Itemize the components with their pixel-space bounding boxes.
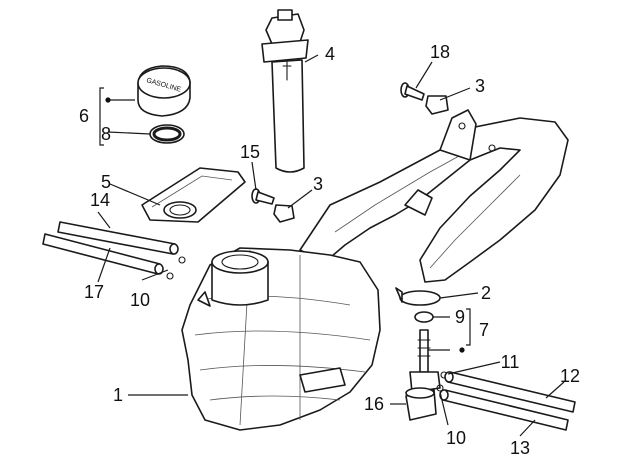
filler-drip-tray	[141, 167, 246, 223]
o-ring	[414, 311, 434, 323]
callout-10a: 10	[130, 290, 150, 310]
callout-6: 6	[79, 106, 89, 126]
hose-clamp	[395, 287, 441, 306]
callout-3a: 3	[313, 174, 323, 194]
fuel-level-sender	[261, 9, 309, 173]
callout-17: 17	[84, 282, 104, 302]
hose-right-pair	[439, 371, 576, 431]
tank-frame-support	[299, 109, 569, 283]
callout-15: 15	[240, 142, 260, 162]
callout-2: 2	[481, 283, 491, 303]
callout-13: 13	[510, 438, 530, 458]
bracket-dot-6	[105, 97, 111, 103]
bracket-dot-7	[459, 347, 465, 353]
hose-left-pair	[42, 221, 179, 275]
clip-nut-3-upper	[425, 95, 449, 115]
callout-1: 1	[113, 385, 123, 405]
callout-8: 8	[101, 124, 111, 144]
hose-clip-left	[166, 256, 186, 280]
fuel-tap	[409, 329, 441, 393]
callout-4: 4	[325, 44, 335, 64]
cap-seal-ring-inner	[152, 126, 182, 142]
clip-nut-3-lower	[273, 204, 295, 223]
callout-12: 12	[560, 366, 580, 386]
callout-9: 9	[455, 307, 465, 327]
screw-18	[400, 82, 425, 101]
callout-3b: 3	[475, 76, 485, 96]
callout-14: 14	[90, 190, 110, 210]
callout-16: 16	[364, 394, 384, 414]
fuel-filter	[405, 387, 437, 421]
fuel-cap: GASOLINE	[137, 65, 191, 117]
callout-5: 5	[101, 172, 111, 192]
callout-11: 11	[501, 352, 520, 372]
callout-18: 18	[430, 42, 450, 62]
callout-10b: 10	[446, 428, 466, 448]
callout-7: 7	[479, 320, 489, 340]
screw-15	[251, 188, 275, 205]
leader-lines	[97, 54, 565, 437]
callout-labels: 1 2 3 3 4 5 6 7 8 9 10 10 11 12 13 14 15…	[79, 42, 580, 458]
fuel-tank	[181, 247, 381, 431]
